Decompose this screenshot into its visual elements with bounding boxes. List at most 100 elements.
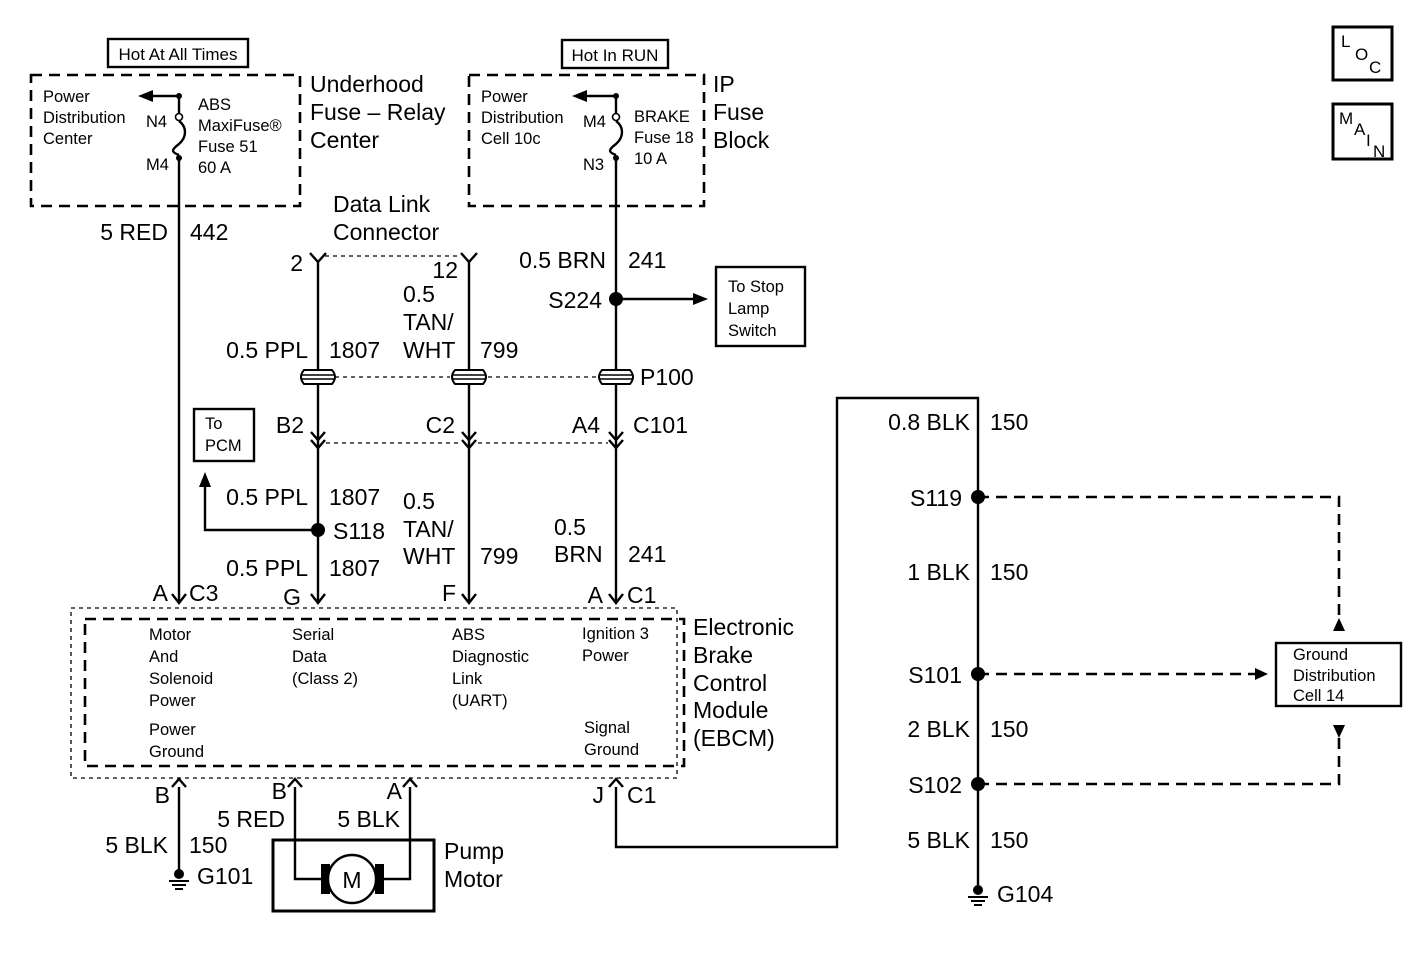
underhood-name-line2: Fuse – Relay [310,99,446,125]
pin-g-connector [310,593,326,605]
s102-distribution-link [978,726,1341,786]
func-motor-4: Power [149,692,196,710]
wire-1807-circuit-top: 1807 [329,337,380,363]
ground-g101-circuit: 5 BLK 150 G101 [105,787,253,890]
fuse-line4: 60 A [198,159,231,177]
pdc-line3: Center [43,130,93,148]
wire-1807-circuit-mid: 1807 [329,484,380,510]
pump-wire-red [293,787,323,881]
g104-w4-size: 5 BLK [907,827,970,853]
c101-connector: B2 C2 A4 C101 [276,412,688,450]
main-button-frame[interactable] [1331,102,1394,161]
ip-pdc-line2: Distribution [481,109,564,127]
ip-pin-m4-label: M4 [583,113,606,131]
lower-wire-labels: 0.5 PPL 1807 0.5 PPL 1807 0.5 TAN/ WHT 7… [153,484,667,610]
wire-442-size: 5 RED [100,219,168,245]
wire-799-size-low-3: WHT [403,543,455,569]
pin-m4-label: M4 [146,156,169,174]
ebcm-pin-a-c1: A [588,582,604,608]
wire-799-size-top-2: TAN/ [403,309,454,335]
wire-799-size-low-1: 0.5 [403,488,435,514]
to-pcm-line2: PCM [205,437,242,455]
c101-label: C101 [633,412,688,438]
grommet-799 [451,369,487,385]
to-pcm-box [192,407,256,463]
underhood-fuse-box-outline [29,73,302,208]
ip-name-line2: Fuse [713,99,764,125]
stop-lamp-line1: To Stop [728,278,784,296]
s102-link-arrow-icon [1333,725,1345,738]
pump-pin-b: B [272,778,287,804]
g101-label: G101 [197,863,253,889]
to-pcm-arrow-icon [199,472,211,487]
func-abs-2: Diagnostic [452,648,529,666]
grommet-1807 [300,369,336,385]
g104-w1-size: 0.8 BLK [888,409,970,435]
func-ign-2: Power [582,647,629,665]
pin-n4-label: N4 [146,113,167,131]
g101-wire-circuit: 150 [189,832,227,858]
c101-pin-b2: B2 [276,412,304,438]
func-sgnd-2: Ground [584,741,639,759]
ebcm-title-5: (EBCM) [693,725,775,751]
gdc-line3: Cell 14 [1293,687,1344,705]
s119-distribution-link [978,495,1341,630]
pin-c1-a-connector [608,593,624,605]
func-serial-1: Serial [292,626,334,644]
ip-pdc-line3: Cell 10c [481,130,541,148]
main-letter-a: A [1354,120,1366,139]
ebcm-pin-b-bottom-connector [171,777,187,788]
g101-wire-size: 5 BLK [105,832,168,858]
pump-title-2: Motor [444,866,503,892]
wire-1807-size-mid: 0.5 PPL [226,484,308,510]
brake-fuse-line2: Fuse 18 [634,129,694,147]
g104-w2-size: 1 BLK [907,559,970,585]
wire-1807-circuit-low: 1807 [329,555,380,581]
loc-button[interactable]: L O C [1331,25,1394,82]
to-pcm: To PCM S118 [192,407,385,544]
wire-241-circuit-low: 241 [628,541,666,567]
wire-241-size-low-2: BRN [554,541,603,567]
pump-pin-a: A [387,778,403,804]
func-serial-2: Data [292,648,328,666]
ip-name-line3: Block [713,127,770,153]
ebcm-inner-outline [83,617,686,768]
wire-799-size-top-1: 0.5 [403,281,435,307]
func-sgnd-1: Signal [584,719,630,737]
ebcm-outer-housing [70,607,678,779]
func-pgnd-1: Power [149,721,196,739]
func-abs-3: Link [452,670,483,688]
main-button[interactable]: M A I N [1331,102,1394,161]
pump-wire-b: 5 RED [217,806,285,832]
ground-distribution-box [1274,641,1403,708]
func-abs-1: ABS [452,626,485,644]
ground-g101-icon [169,869,189,890]
ebcm-title-1: Electronic [693,614,794,640]
fuse-line3: Fuse 51 [198,138,258,156]
ebcm-conn-c3: C3 [189,580,218,606]
stop-lamp-arrow-icon [693,293,708,305]
ip-pdc-arrow-icon [572,90,587,102]
pin-c3-a-connector [171,593,187,605]
func-motor-3: Solenoid [149,670,213,688]
ebcm-conn-c1: C1 [627,582,656,608]
ebcm-pin-j: J [593,782,605,808]
ebcm-pin-b-bottom: B [155,782,170,808]
g104-w2-circuit: 150 [990,559,1028,585]
brake-fuse-line3: 10 A [634,150,667,168]
g104-w1-circuit: 150 [990,409,1028,435]
fuse-line2: MaxiFuse® [198,117,282,135]
pump-wire-blk [382,787,412,881]
pump-title-1: Pump [444,838,504,864]
dlc-pin-2-label: 2 [290,250,303,276]
brake-fuse-line1: BRAKE [634,108,690,126]
fuse-line1: ABS [198,96,231,114]
gdc-line2: Distribution [1293,667,1376,685]
hot-in-run-tag [560,38,670,70]
dlc-pin-12-connector [460,252,478,264]
wire-799-size-low-2: TAN/ [403,516,454,542]
g104-w4-circuit: 150 [990,827,1028,853]
loc-button-frame[interactable] [1331,25,1394,82]
func-motor-1: Motor [149,626,192,644]
